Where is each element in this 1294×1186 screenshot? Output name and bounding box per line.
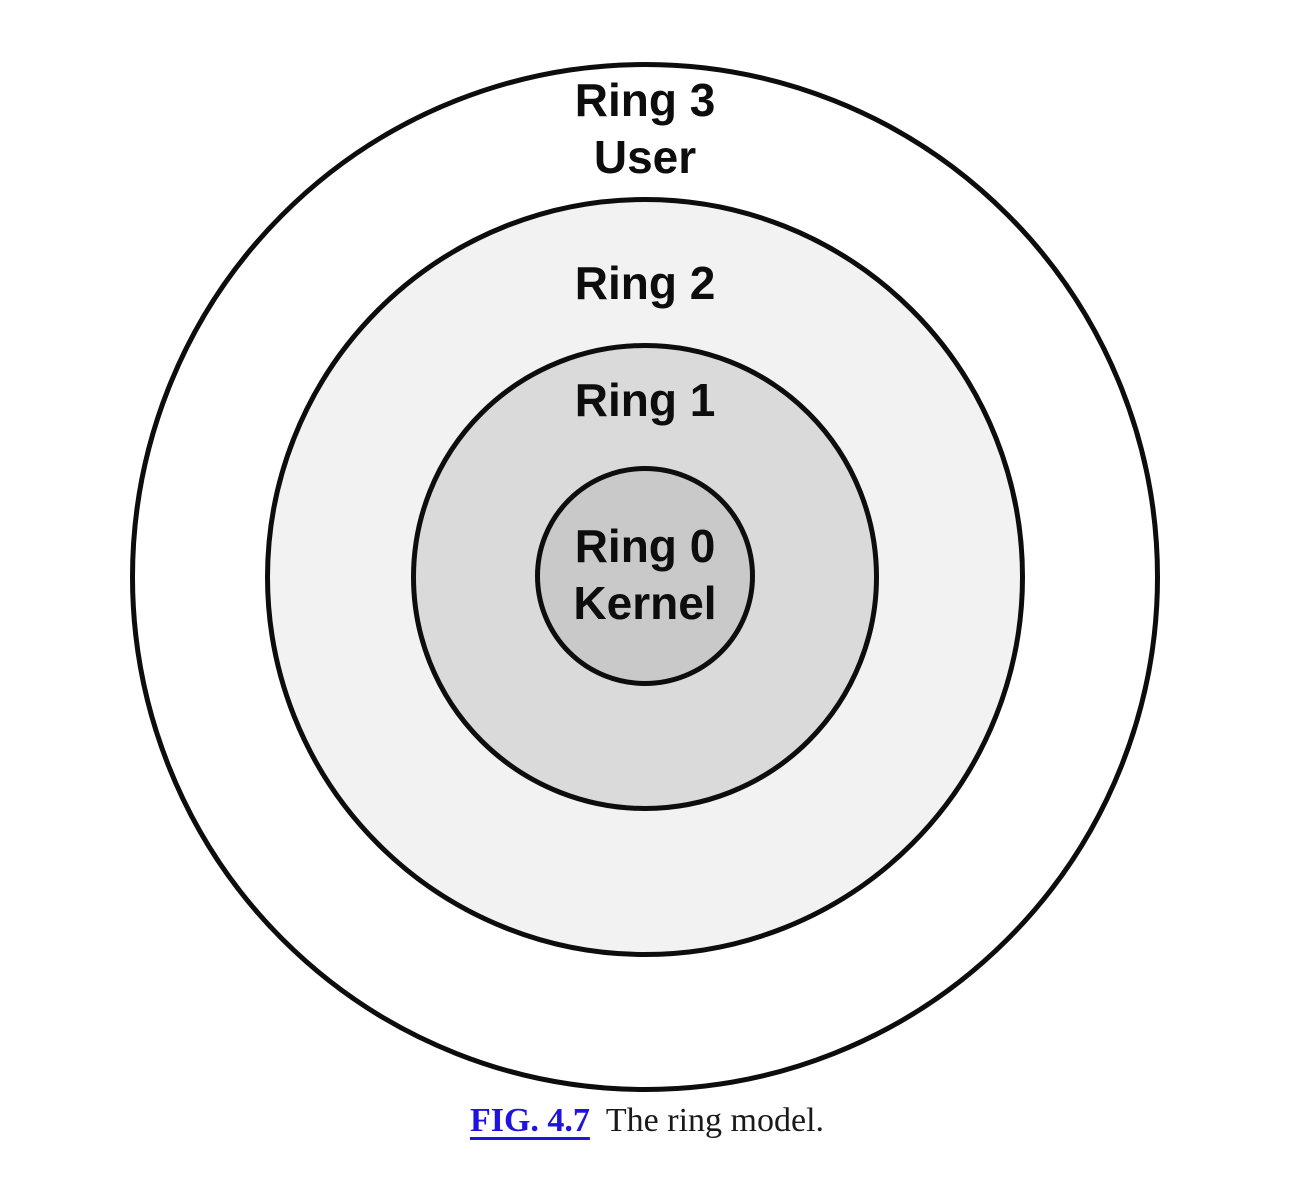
ring-0-label-line2: Kernel — [573, 577, 717, 629]
ring-2-label-line1: Ring 2 — [574, 257, 716, 309]
ring-0-circle — [535, 466, 755, 686]
ring-3-label-line1: Ring 3 — [574, 74, 716, 126]
figure-number-link[interactable]: FIG. 4.7 — [469, 1102, 590, 1139]
figure-caption: FIG. 4.7 The ring model. — [0, 1102, 1294, 1140]
ring-3-label: Ring 3 User — [575, 72, 716, 186]
figure-caption-text: The ring model. — [605, 1102, 825, 1139]
ring-2-label: Ring 2 — [575, 255, 716, 312]
ring-0-label: Ring 0 Kernel — [573, 518, 716, 632]
ring-1-label: Ring 1 — [575, 372, 716, 429]
ring-3-label-line2: User — [593, 131, 697, 183]
ring-0-label-line1: Ring 0 — [574, 520, 716, 572]
ring-1-label-line1: Ring 1 — [574, 374, 716, 426]
